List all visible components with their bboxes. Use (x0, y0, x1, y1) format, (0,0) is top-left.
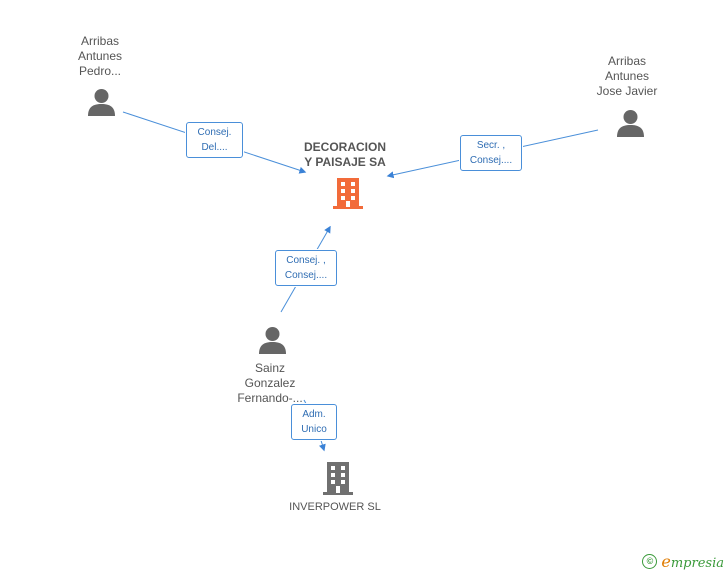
person-pedro-line1: Arribas (80, 34, 119, 48)
person-icon[interactable] (87, 88, 116, 122)
brand-logo-initial: e (661, 552, 671, 571)
person-jose-line2: Antunes (604, 69, 650, 83)
relation-badge-line1: Adm. (302, 409, 326, 420)
company-main-name[interactable]: DECORACION Y PAISAJE SA (290, 140, 400, 170)
relation-badge-line2: Del.... (201, 142, 228, 153)
company-other-name[interactable]: INVERPOWER SL (289, 501, 381, 513)
relation-badge-sainz-main[interactable]: Consej. , Consej.... (275, 250, 337, 286)
company-main-name-line1: DECORACION (303, 140, 386, 154)
relation-badge-line2: Unico (301, 424, 327, 435)
relation-badge-line1: Consej. , (286, 255, 326, 266)
person-jose-line1: Arribas (607, 54, 646, 68)
person-sainz-name[interactable]: Sainz Gonzalez Fernando-... (220, 361, 320, 406)
person-pedro-line3: Pedro... (78, 64, 122, 78)
person-jose-name[interactable]: Arribas Antunes Jose Javier (577, 54, 677, 99)
relation-badge-line2: Consej.... (469, 155, 513, 166)
building-icon[interactable] (332, 176, 364, 215)
brand-logo-rest: mpresia (670, 556, 724, 571)
brand-logo: empresia (661, 552, 724, 571)
relation-badge-line1: Secr. , (476, 140, 506, 151)
relation-badge-line1: Consej. (197, 127, 232, 138)
building-icon[interactable] (322, 460, 354, 501)
relation-badge-jose-main[interactable]: Secr. , Consej.... (460, 135, 522, 171)
brand-footer[interactable]: © empresia (642, 552, 724, 571)
relation-badge-sainz-other[interactable]: Adm. Unico (291, 404, 337, 440)
person-sainz-line3: Fernando-... (237, 391, 303, 405)
person-jose-line3: Jose Javier (596, 84, 658, 98)
relation-badge-pedro-main[interactable]: Consej. Del.... (186, 122, 243, 158)
person-sainz-line1: Sainz (254, 361, 286, 375)
copyright-icon: © (642, 554, 658, 569)
person-icon[interactable] (616, 109, 645, 143)
person-icon[interactable] (258, 326, 287, 360)
person-sainz-line2: Gonzalez (244, 376, 296, 390)
relation-badge-line2: Consej.... (284, 270, 328, 281)
person-pedro-name[interactable]: Arribas Antunes Pedro... (50, 34, 150, 79)
company-main-name-line2: Y PAISAJE SA (304, 155, 386, 169)
person-pedro-line2: Antunes (77, 49, 123, 63)
